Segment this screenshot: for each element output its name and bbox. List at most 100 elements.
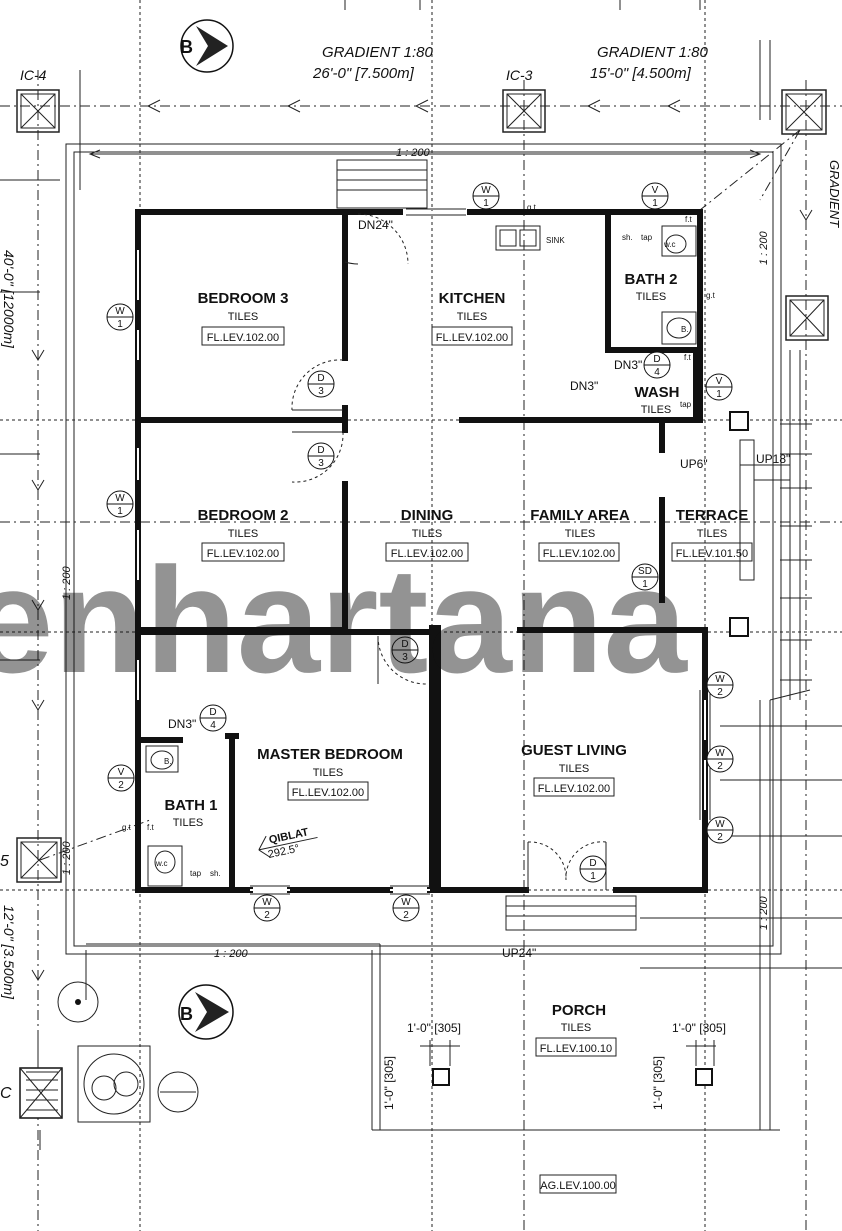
svg-text:1: 1: [483, 198, 489, 209]
pipe-lines: [39, 129, 801, 861]
tap-label-wash: tap: [680, 400, 692, 409]
gradient-dim-2: 15'-0" [4.500m]: [590, 65, 692, 82]
svg-text:TILES: TILES: [636, 291, 667, 303]
svg-text:2: 2: [118, 780, 124, 791]
scale-label-bottom: 1 : 200: [214, 948, 249, 960]
svg-text:V: V: [652, 185, 659, 196]
dn3-bath1-label: DN3": [168, 717, 196, 731]
tag-v2-bath1: V2: [107, 764, 135, 792]
svg-text:TILES: TILES: [565, 528, 596, 540]
left-dimension-2: 12'-0" [3.500m]: [1, 905, 17, 1000]
svg-text:2: 2: [403, 910, 409, 921]
tag-d3-bedroom2: D3: [307, 442, 335, 470]
svg-text:FL.LEV.102.00: FL.LEV.102.00: [207, 332, 279, 344]
svg-text:2: 2: [717, 761, 723, 772]
svg-text:1: 1: [590, 871, 596, 882]
dim-1ft-left: 1'-0" [305]: [407, 1021, 461, 1035]
svg-text:W: W: [715, 748, 725, 759]
tag-d3-master: D3: [391, 636, 419, 664]
gt-label-kitchen: g.t: [527, 203, 537, 212]
svg-text:2: 2: [717, 687, 723, 698]
svg-text:FL.LEV.102.00: FL.LEV.102.00: [391, 548, 463, 560]
svg-text:1: 1: [117, 506, 123, 517]
tag-w2-master-1: W2: [253, 894, 281, 922]
svg-text:W: W: [401, 897, 411, 908]
ft-label-2: f.t: [685, 215, 692, 224]
svg-text:W: W: [115, 306, 125, 317]
svg-text:D: D: [317, 445, 324, 456]
wc-label-1: w.c: [155, 859, 168, 868]
svg-text:D: D: [401, 639, 408, 650]
svg-text:BEDROOM 2: BEDROOM 2: [198, 507, 289, 524]
svg-text:W: W: [481, 185, 491, 196]
gradient-label-1: GRADIENT 1:80: [322, 44, 434, 61]
svg-text:FAMILY AREA: FAMILY AREA: [530, 507, 630, 524]
ic4-label: IC-4: [20, 67, 47, 83]
svg-text:TILES: TILES: [561, 1022, 592, 1034]
ic-box-4: [16, 89, 60, 133]
tag-d4-wash: D4: [643, 351, 671, 379]
svg-text:BEDROOM 3: BEDROOM 3: [198, 290, 289, 307]
svg-text:FL.LEV.102.00: FL.LEV.102.00: [292, 787, 364, 799]
dn3-wash-label: DN3": [614, 358, 642, 372]
wc-label-2: w.c: [663, 240, 676, 249]
svg-text:2: 2: [717, 832, 723, 843]
tag-v1-wash: V1: [705, 373, 733, 401]
shower-label-2: sh.: [622, 233, 633, 242]
ic-box-right-mid: [785, 295, 829, 341]
opening-tags: W1 W1 W1 V1 V1 V2 D3 D3 D3 D4 D4 D1 SD1 …: [106, 182, 734, 922]
svg-text:D: D: [653, 354, 660, 365]
svg-text:FL.LEV.102.00: FL.LEV.102.00: [207, 548, 279, 560]
basin-label-1: B.: [164, 757, 172, 766]
dim-1ft-vert-left: 1'-0" [305]: [382, 1056, 396, 1110]
tag-d1-guest: D1: [579, 855, 607, 883]
scale-label-left: 1 : 200: [61, 565, 73, 600]
svg-text:1: 1: [716, 389, 722, 400]
steps: [336, 159, 790, 931]
room-dining: DINING TILES FL.LEV.102.00: [385, 507, 469, 562]
svg-text:1: 1: [642, 579, 648, 590]
dim-1ft-vert-right: 1'-0" [305]: [651, 1056, 665, 1110]
svg-text:BATH 2: BATH 2: [624, 271, 677, 288]
svg-text:1: 1: [652, 198, 658, 209]
svg-text:1: 1: [117, 319, 123, 330]
grid-number-5: 5: [0, 853, 9, 870]
left-dimension-1: 40'-0" [12000m]: [1, 250, 17, 349]
svg-text:V: V: [716, 376, 723, 387]
compass-label: B: [180, 37, 193, 57]
compass-north: B: [180, 19, 234, 73]
watermark: enhartana: [0, 536, 688, 704]
svg-text:FL.LEV.101.50: FL.LEV.101.50: [676, 548, 748, 560]
svg-text:TILES: TILES: [559, 763, 590, 775]
svg-text:WASH: WASH: [635, 384, 680, 401]
svg-text:W: W: [115, 493, 125, 504]
ft-label-wash: f.t: [684, 353, 691, 362]
scale-label-top: 1 : 200: [396, 147, 431, 159]
tag-v1-bath2: V1: [641, 182, 669, 210]
tag-w2-guest-2: W2: [706, 745, 734, 773]
svg-text:3: 3: [402, 652, 408, 663]
tag-w2-guest-3: W2: [706, 816, 734, 844]
svg-text:TILES: TILES: [412, 528, 443, 540]
misc-labels: DN24" DN3" DN3" DN3" UP6" UP18" UP24" 1'…: [168, 218, 790, 1194]
svg-text:GUEST LIVING: GUEST LIVING: [521, 742, 627, 759]
up24-label: UP24": [502, 946, 536, 960]
svg-text:DINING: DINING: [401, 507, 454, 524]
svg-text:W: W: [715, 674, 725, 685]
ag-level-label: AG.LEV.100.00: [540, 1180, 615, 1192]
sink-label: SINK: [546, 236, 565, 245]
gt-label-1: g.t: [122, 823, 132, 832]
tag-sd1-family: SD1: [631, 563, 659, 591]
dn24-label: DN24": [358, 218, 393, 232]
ft-label-1: f.t: [147, 823, 154, 832]
ic-boxes: IC-4 IC-3: [16, 67, 829, 883]
tag-d3-bedroom3: D3: [307, 370, 335, 398]
svg-text:TILES: TILES: [228, 311, 259, 323]
svg-text:FL.LEV.102.00: FL.LEV.102.00: [436, 332, 508, 344]
